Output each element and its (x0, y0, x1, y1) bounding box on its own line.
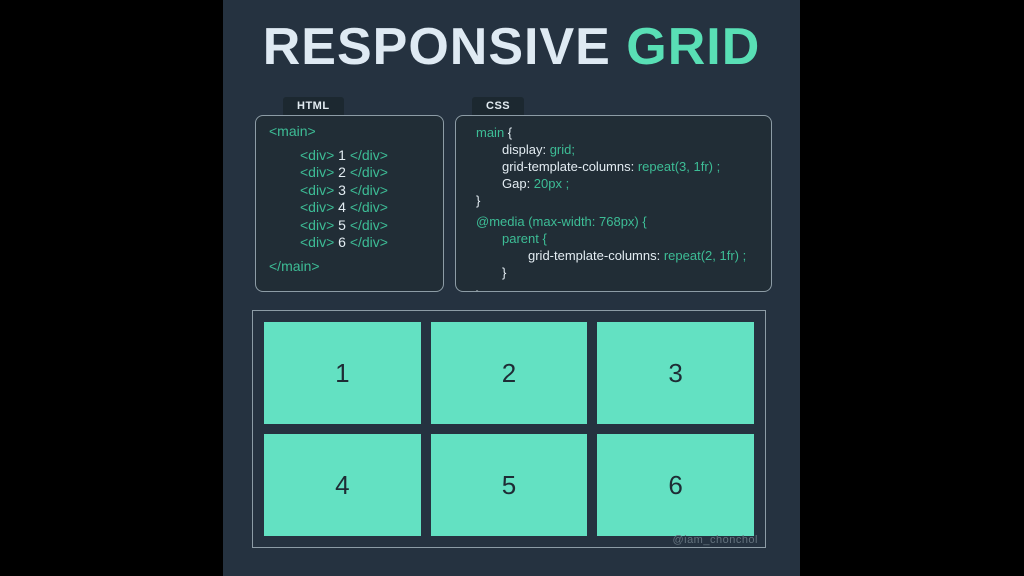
code-token: </div> (349, 146, 388, 163)
code-token: parent { (502, 231, 547, 246)
code-token: 2 (334, 164, 350, 180)
html-code-panel: <main><div> 1 </div><div> 2 </div><div> … (255, 115, 444, 292)
watermark-handle: @iam_chonchol (672, 534, 758, 546)
code-line: </main> (269, 258, 439, 276)
code-token: </div> (349, 199, 388, 215)
grid-cell-6: 6 (597, 434, 754, 536)
code-token: 20px ; (533, 176, 570, 191)
code-token: repeat(3, 1fr) ; (637, 159, 721, 174)
code-token: { (507, 125, 513, 140)
code-token: </div> (349, 164, 388, 180)
html-code-block: <main><div> 1 </div><div> 2 </div><div> … (256, 116, 443, 291)
code-token: main (476, 125, 508, 140)
code-token: display: (502, 142, 550, 157)
html-tab: HTML (283, 97, 344, 115)
code-token: </div> (349, 181, 388, 198)
code-token: } (476, 193, 481, 208)
code-line: parent { (476, 230, 767, 247)
code-token: @media (max-width: 768px) { (476, 214, 647, 229)
code-line: grid-template-columns: repeat(3, 1fr) ; (476, 158, 767, 175)
code-token: <div> (300, 234, 335, 250)
code-line: @media (max-width: 768px) { (476, 213, 767, 230)
code-token: 1 (334, 146, 350, 163)
code-token: 3 (334, 181, 350, 198)
grid-cell-2: 2 (430, 322, 588, 424)
letterbox-left (0, 0, 223, 576)
code-line: <div> 2 </div> (269, 164, 439, 182)
code-token: repeat(2, 1fr) ; (663, 248, 747, 263)
code-token: </div> (349, 216, 388, 233)
code-line: } (476, 192, 767, 209)
code-line: <div> 5 </div> (269, 217, 439, 235)
code-token: <div> (300, 164, 335, 180)
code-token: </div> (349, 234, 388, 250)
code-token: <div> (300, 181, 335, 198)
code-line: display: grid; (476, 141, 767, 158)
code-line: <div> 4 </div> (269, 199, 439, 217)
code-line: Gap: 20px ; (476, 175, 767, 192)
code-token: <div> (300, 216, 335, 233)
code-line: grid-template-columns: repeat(2, 1fr) ; (476, 247, 767, 264)
code-line: <div> 3 </div> (269, 182, 439, 200)
css-tab: CSS (472, 97, 525, 115)
infographic-canvas: RESPONSIVE GRID HTML <main> <div> 1 </div… (223, 0, 800, 576)
code-token: 6 (334, 234, 350, 250)
code-token: <div> (300, 146, 335, 163)
css-code-block: main {display: grid;grid-template-column… (456, 116, 771, 291)
code-line: } (476, 287, 767, 291)
code-line: <main> (269, 123, 439, 141)
code-line: <div> 6 </div> (269, 234, 439, 252)
code-token: grid-template-columns: (528, 248, 664, 263)
grid-cell-5: 5 (430, 434, 588, 536)
code-line: } (476, 264, 767, 281)
code-token: 4 (334, 199, 350, 215)
css-code-panel: main {display: grid;grid-template-column… (455, 115, 772, 292)
code-line: main { (476, 124, 767, 141)
letterbox-right (800, 0, 1024, 576)
grid-cell-1: 1 (264, 322, 421, 424)
grid-cell-4: 4 (264, 434, 421, 536)
code-token: <main> (269, 123, 316, 139)
grid-cell-3: 3 (597, 322, 754, 424)
title-word-responsive: RESPONSIVE (262, 18, 627, 76)
code-token: <div> (300, 199, 335, 215)
code-token: grid-template-columns: (502, 159, 638, 174)
title-word-grid: GRID (626, 18, 761, 76)
code-token: } (502, 265, 507, 280)
code-token: </main> (269, 257, 320, 274)
code-token: Gap: (502, 176, 534, 191)
code-line: <div> 1 </div> (269, 147, 439, 165)
code-token: grid; (549, 142, 575, 157)
code-token: 5 (334, 216, 350, 233)
code-token: } (476, 288, 480, 291)
page-title: RESPONSIVE GRID (223, 20, 800, 75)
